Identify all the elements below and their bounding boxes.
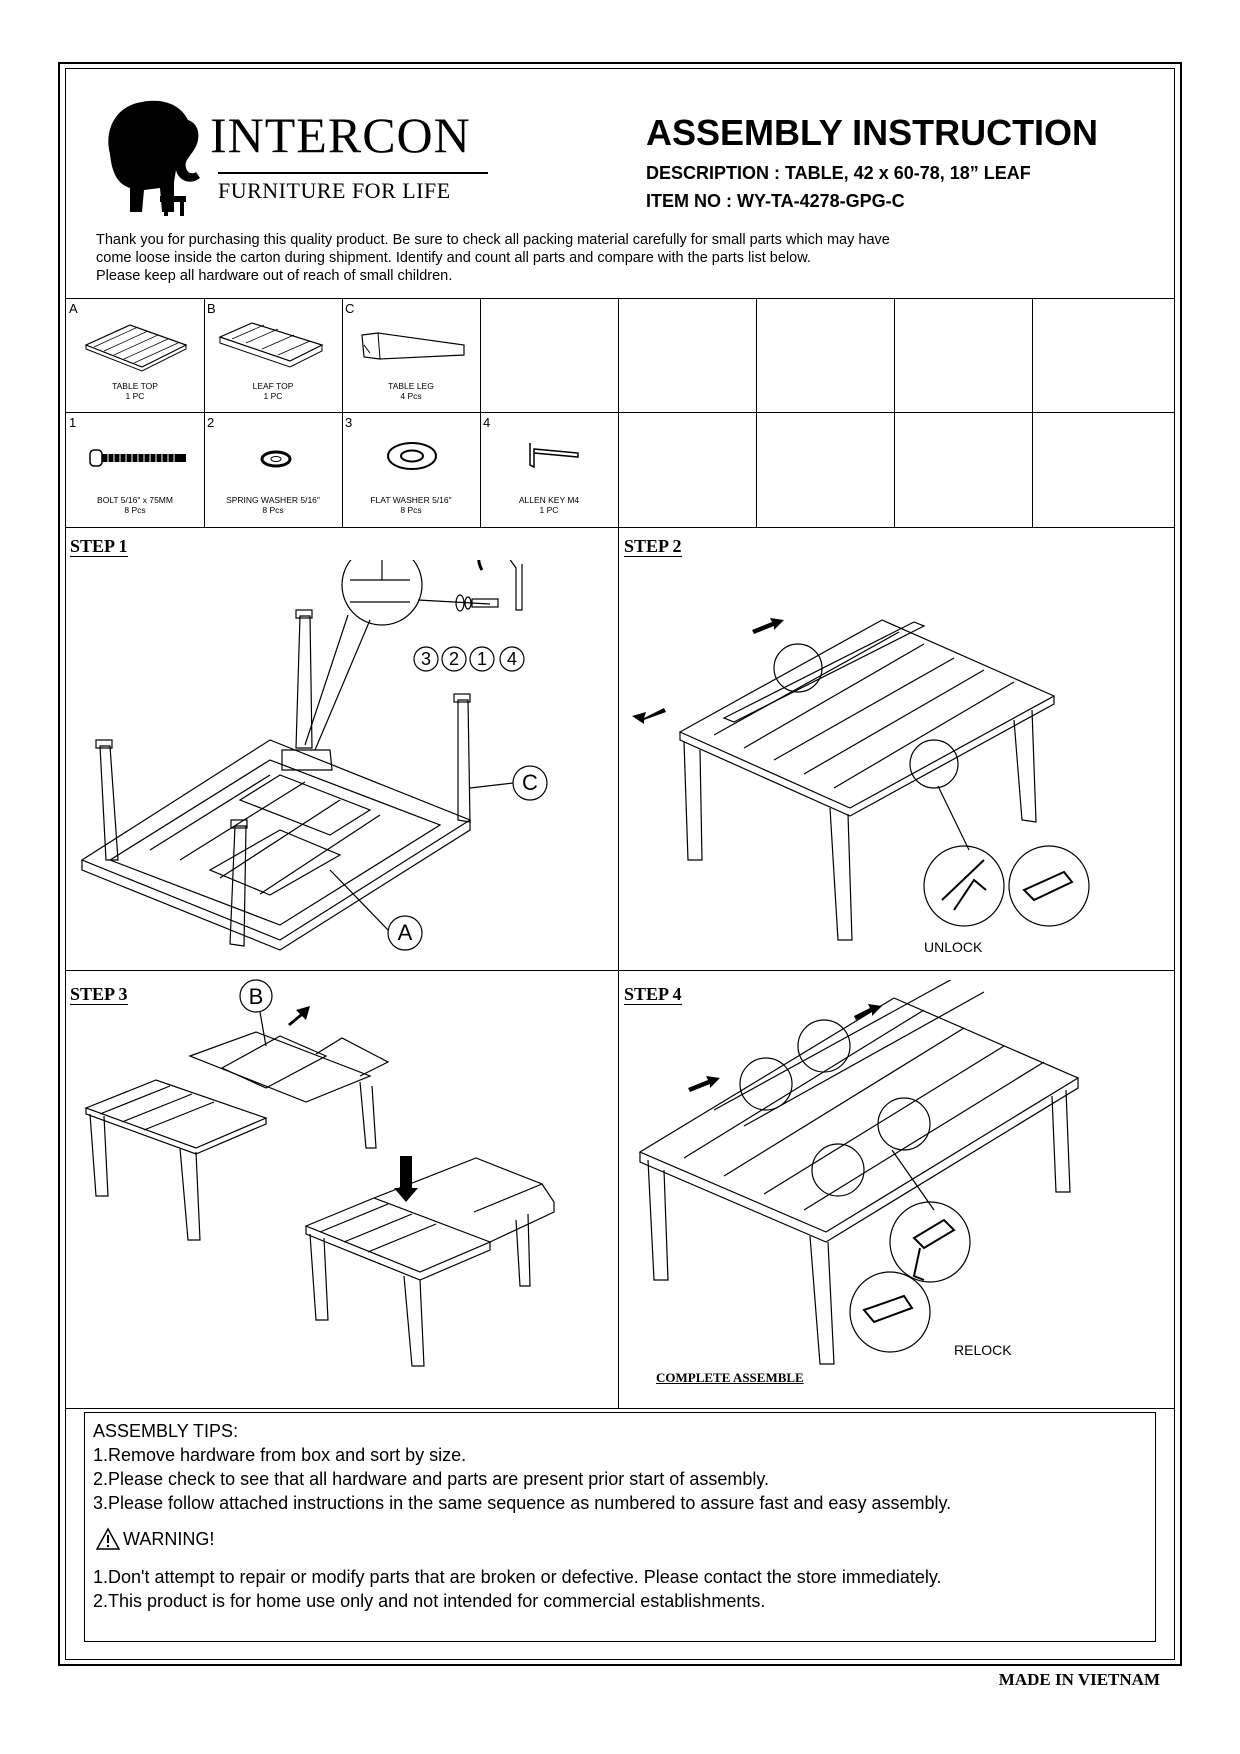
step-4-illustration: RELOCK — [638, 980, 1080, 1365]
step-4-label: STEP 4 — [624, 984, 682, 1005]
brand-tagline: FURNITURE FOR LIFE — [218, 178, 451, 203]
table-top-icon — [84, 324, 188, 372]
grid-line — [618, 299, 619, 527]
spring-washer-icon — [260, 450, 292, 468]
relock-label: RELOCK — [954, 1342, 1012, 1358]
tips-heading: ASSEMBLY TIPS: — [93, 1421, 239, 1441]
flat-washer-icon — [387, 442, 437, 470]
complete-assemble-caption: COMPLETE ASSEMBLE — [656, 1370, 804, 1385]
grid-line — [480, 299, 481, 527]
grid-line — [894, 299, 895, 527]
intro-line: Please keep all hardware out of reach of… — [96, 268, 453, 284]
intro-text: Thank you for purchasing this quality pr… — [96, 231, 890, 285]
step-divider — [618, 526, 619, 1408]
step-2-label: STEP 2 — [624, 536, 682, 557]
page-border-inner — [65, 68, 1175, 1660]
product-description: DESCRIPTION : TABLE, 42 x 60-78, 18” LEA… — [646, 163, 1031, 183]
grid-line — [342, 299, 343, 527]
part-id: B — [207, 301, 216, 316]
warning-triangle-icon — [95, 1527, 121, 1550]
step-divider — [66, 1408, 1174, 1409]
grid-line — [756, 299, 757, 527]
hardware-caption: FLAT WASHER 5/16"8 Pcs — [370, 495, 452, 515]
assembly-tips-box: ASSEMBLY TIPS: 1.Remove hardware from bo… — [84, 1412, 1156, 1642]
step-1-label: STEP 1 — [70, 536, 128, 557]
tip-item: 1.Remove hardware from box and sort by s… — [93, 1445, 467, 1465]
leaf-top-icon — [218, 322, 324, 368]
hardware-id: 1 — [69, 415, 77, 430]
made-in-label: MADE IN VIETNAM — [998, 1670, 1160, 1689]
warning-item: 1.Don't attempt to repair or modify part… — [93, 1567, 942, 1587]
hardware-id: 3 — [345, 415, 353, 430]
step-divider — [66, 970, 1174, 971]
tip-item: 3.Please follow attached instructions in… — [93, 1493, 952, 1513]
warning-item: 2.This product is for home use only and … — [93, 1591, 766, 1611]
part-id: C — [345, 301, 355, 316]
callout-1: 1 — [477, 649, 487, 669]
brand-logo: INTERCON FURNITURE FOR LIFE — [100, 92, 510, 222]
bolt-icon — [89, 449, 186, 467]
callout-c: C — [522, 770, 538, 795]
elephant-logo-icon — [108, 100, 200, 216]
intro-line: Thank you for purchasing this quality pr… — [96, 232, 890, 248]
item-number: ITEM NO : WY-TA-4278-GPG-C — [646, 191, 905, 211]
hardware-caption: SPRING WASHER 5/16"8 Pcs — [226, 495, 320, 515]
grid-line — [1032, 299, 1033, 527]
page-border-outer — [58, 62, 1182, 1666]
tip-item: 2.Please check to see that all hardware … — [93, 1469, 770, 1489]
step-2-illustration: UNLOCK — [632, 618, 1090, 955]
callout-4: 4 — [507, 649, 517, 669]
part-id: A — [69, 301, 78, 316]
warning-heading: WARNING! — [123, 1529, 215, 1549]
step-3-label: STEP 3 — [70, 984, 128, 1005]
brand-rule — [218, 172, 488, 174]
intro-line: come loose inside the carton during ship… — [96, 250, 811, 266]
grid-line — [204, 299, 205, 527]
unlock-label: UNLOCK — [924, 939, 983, 955]
document-title: ASSEMBLY INSTRUCTION — [646, 112, 1099, 153]
callout-2: 2 — [449, 649, 459, 669]
callout-b: B — [249, 984, 264, 1009]
table-leg-icon — [361, 332, 465, 360]
step-3-illustration: B — [84, 979, 555, 1367]
allen-key-icon — [529, 443, 579, 469]
step-1-illustration: 3 2 1 4 C A — [80, 560, 548, 951]
hardware-id: 4 — [483, 415, 491, 430]
callout-3: 3 — [421, 649, 431, 669]
brand-name: INTERCON — [210, 107, 471, 163]
hardware-id: 2 — [207, 415, 215, 430]
grid-line — [66, 412, 1174, 413]
callout-a: A — [398, 920, 413, 945]
